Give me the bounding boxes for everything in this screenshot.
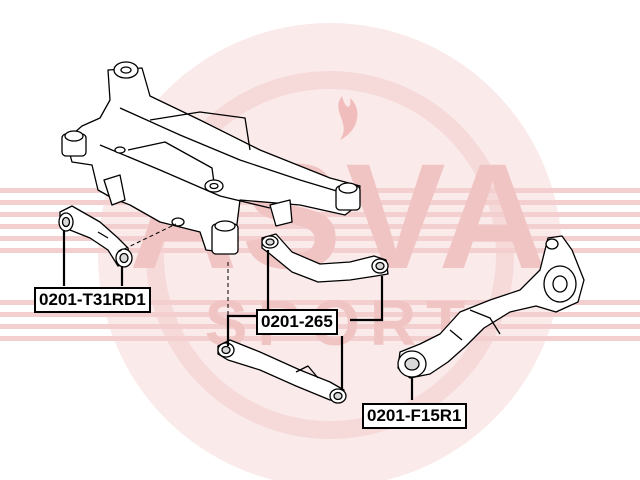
watermark-ring xyxy=(146,71,514,439)
leader-lines xyxy=(62,230,414,400)
subframe-part xyxy=(61,61,361,255)
knuckle-part xyxy=(397,235,585,379)
part-label-center-arm[interactable]: 0201-265 xyxy=(256,309,338,335)
lower-arm-part xyxy=(217,339,347,404)
left-arm-part xyxy=(58,205,133,268)
flame-icon xyxy=(338,96,358,140)
part-label-left-arm[interactable]: 0201-T31RD1 xyxy=(34,287,151,313)
upper-arm-part xyxy=(261,233,389,283)
part-label-right-knuckle[interactable]: 0201-F15R1 xyxy=(362,403,467,429)
